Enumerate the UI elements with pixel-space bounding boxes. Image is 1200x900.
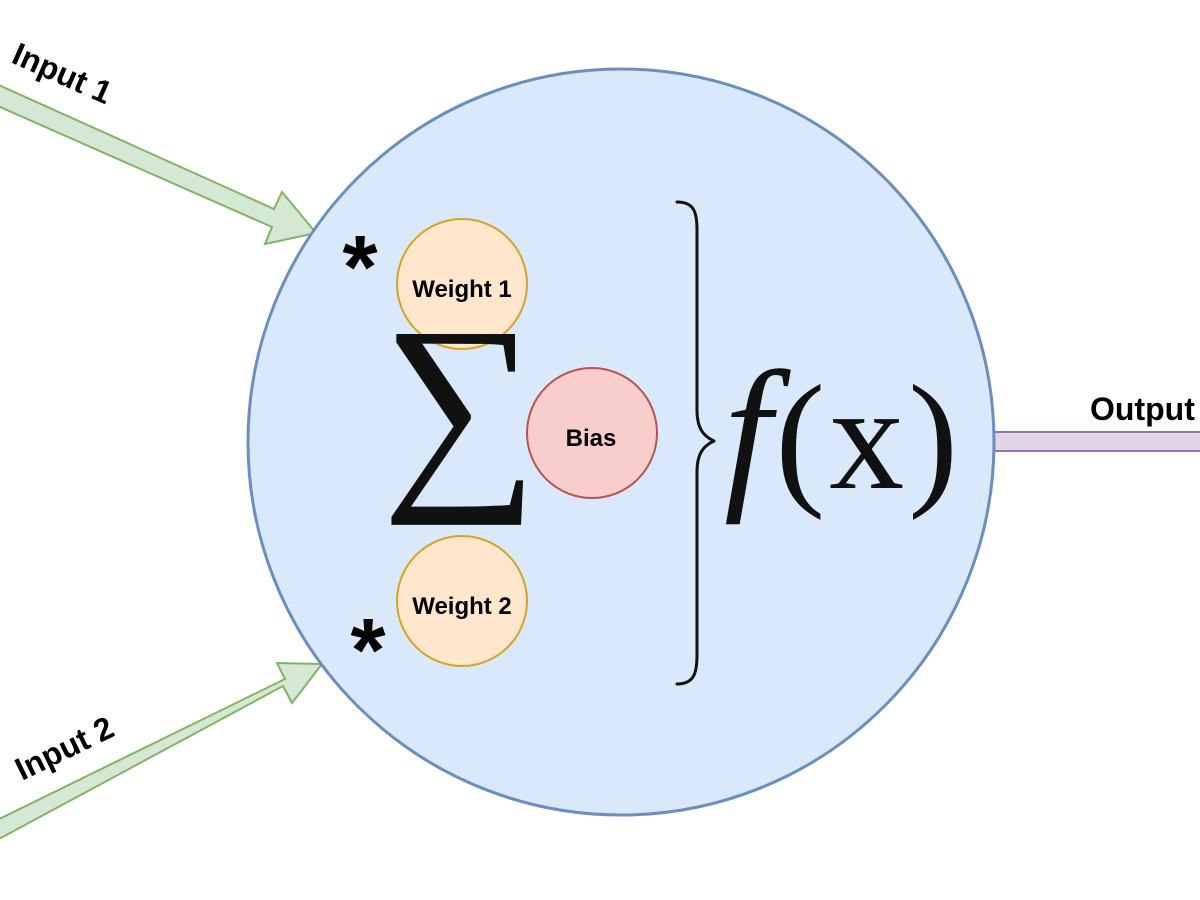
weight-2-node — [396, 535, 528, 667]
input-1-arrow — [0, 84, 318, 246]
activation-close-paren: ) — [908, 355, 958, 521]
multiply-marker-2: * — [350, 601, 385, 701]
bias-label: Bias — [566, 425, 617, 452]
summation-symbol: ∑ — [382, 282, 539, 526]
output-label: Output — [1090, 391, 1195, 427]
input-2-arrow — [0, 661, 324, 840]
weight-1-node — [396, 218, 528, 350]
multiply-marker-1: * — [342, 218, 377, 318]
activation-variable: x — [829, 355, 904, 521]
weight-1-label: Weight 1 — [412, 276, 512, 303]
weight-2-label: Weight 2 — [412, 593, 512, 620]
curly-brace — [675, 200, 716, 686]
activation-open-paren: ( — [775, 355, 825, 521]
activation-function: f ( x ) — [724, 337, 958, 525]
output-bar — [993, 431, 1200, 452]
bias-node — [526, 367, 658, 499]
